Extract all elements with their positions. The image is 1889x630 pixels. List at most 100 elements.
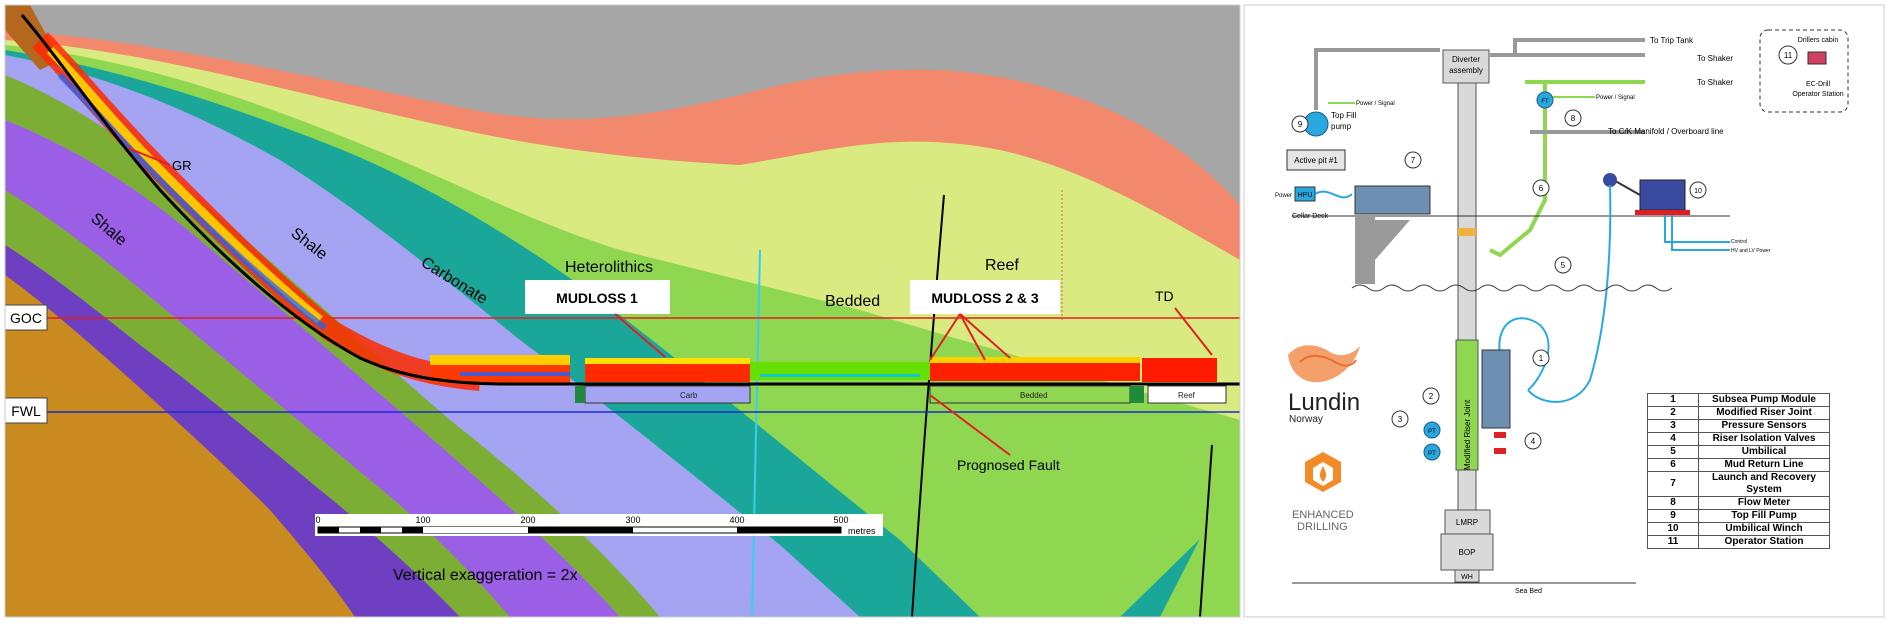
legend-num: 2 [1647,406,1699,420]
callout-10 [1689,181,1707,199]
callout-7 [1404,151,1422,169]
callout-10-text: 10 [1694,188,1702,195]
td-label: TD [1155,288,1174,304]
legend-label: Top Fill Pump [1698,509,1830,523]
diverter-label-2: assembly [1449,66,1483,75]
scale-tick-500: 500 [833,515,848,525]
legend-label: Pressure Sensors [1698,419,1830,433]
legend-num: 1 [1647,393,1699,407]
callout-2 [1422,387,1440,405]
legend-num: 4 [1647,432,1699,446]
flow-meter-text: FT [1541,99,1549,105]
hpu-label: HPU [1298,192,1313,199]
mudloss-23-box [910,280,1060,314]
isolation-valve-1 [1494,432,1506,438]
fault-arrow [929,394,1011,456]
mudloss-1-arrow [614,313,666,358]
diverter-assembly [1442,49,1490,84]
operator-line-1: Drillers cabin [1798,37,1839,44]
legend-num: 9 [1647,509,1699,523]
callout-6-text: 6 [1539,184,1544,193]
zone-label-reef: Reef [1178,391,1196,400]
riser-slip-joint [1458,228,1476,236]
power-signal-2: Power / Signal [1596,95,1635,101]
zone-label-bedded: Bedded [1020,391,1048,400]
callout-7-text: 7 [1411,156,1416,165]
modified-riser-joint-label: Modified Riser Joint [1463,399,1472,470]
mudloss-23-label: MUDLOSS 2 & 3 [931,290,1039,306]
fwl-label: FWL [11,403,41,419]
lundin-name: Lundin [1288,389,1360,416]
hv-lv-power-label: HV and LV Power [1731,248,1771,254]
modified-riser-joint [1455,339,1479,471]
umbilical-winch [1639,179,1686,211]
pressure-sensor-2-text: PT [1428,451,1436,457]
vertical-exaggeration-note: Vertical exaggeration = 2x [393,567,578,584]
control-label: Control [1731,239,1747,245]
active-pit [1286,149,1346,171]
to-ck-manifold: To C/K Manifold / Overboard line [1608,127,1724,136]
diverter-label-1: Diverter [1452,55,1480,64]
pump-hose [1498,317,1550,391]
callout-4-text: 4 [1531,437,1536,446]
bop [1440,533,1494,571]
lmrp [1444,509,1491,535]
zone-marker-2 [1130,386,1144,403]
goc-box [4,304,48,331]
scale-tick-100: 100 [415,515,430,525]
legend-num: 7 [1647,471,1699,497]
label-gr: GR [172,158,192,173]
goc-label: GOC [10,310,42,326]
layer-lower-olive [5,190,510,617]
callout-2-text: 2 [1429,392,1434,401]
isolation-valve-2 [1494,448,1506,454]
enhanced-text-2: DRILLING [1297,521,1348,533]
mudloss-23-arrow-1 [929,313,961,361]
zone-box-carb [584,385,751,404]
pressure-sensor-1-text: PT [1428,429,1436,435]
bop-label: BOP [1459,548,1476,557]
lmrp-label: LMRP [1456,518,1478,527]
mudloss-1-box [525,280,670,314]
to-trip-tank: To Trip Tank [1650,36,1694,45]
callout-5 [1554,256,1572,274]
legend-label: Flow Meter [1698,496,1830,510]
deck-bracket [1375,220,1410,260]
hpu-hose [1314,190,1353,199]
subsea-pump-module [1481,349,1511,429]
cross-section-border [4,4,1241,618]
wellhead [1454,569,1480,583]
pressure-sensor-1 [1423,421,1441,439]
legend-num: 11 [1647,535,1699,549]
mudloss-23-arrow-2 [959,313,986,361]
pressure-sensor-2 [1423,443,1441,461]
wh-label: WH [1461,574,1473,581]
callout-1-text: 1 [1539,354,1544,363]
callout-9-text: 9 [1298,120,1303,129]
callout-11-text: 11 [1784,51,1793,60]
winch-base [1635,210,1690,215]
top-piping [1314,38,1645,110]
schematic-border [1243,4,1885,618]
top-fill-label-1: Top Fill [1331,111,1357,120]
mudloss-1-label: MUDLOSS 1 [556,290,638,306]
label-heterolithics: Heterolithics [565,259,653,276]
operator-line-2: EC-Drill [1806,81,1831,88]
scale-unit: metres [848,526,876,536]
lundin-sub: Norway [1289,414,1323,425]
legend-num: 8 [1647,496,1699,510]
legend-label: Subsea Pump Module [1698,393,1830,407]
power-signal-1: Power / Signal [1356,101,1395,107]
power-label: Power [1275,193,1292,199]
